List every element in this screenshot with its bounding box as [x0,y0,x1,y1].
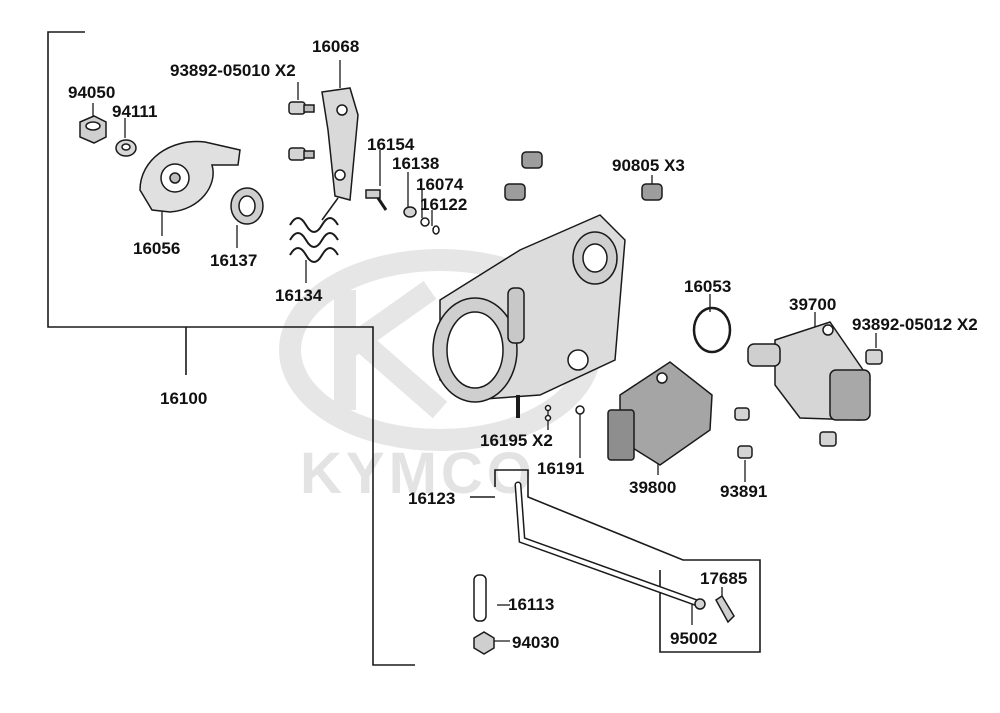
part-label-16191: 16191 [537,459,585,478]
rod-16113 [473,574,487,622]
washer-94111 [115,139,137,157]
part-label-16068: 16068 [312,37,360,56]
throttle-body-16100 [432,214,626,418]
plate-16068 [321,87,359,201]
part-label-16137: 16137 [210,251,258,270]
spring-16138 [403,206,417,218]
cam-16056 [139,140,241,213]
part-label-94050: 94050 [68,83,116,102]
bolt-93892-05012-b [819,431,837,447]
tube-16123 [514,481,704,608]
part-label-93892-05010: 93892-05010 X2 [170,61,296,80]
bracket-lines [47,31,761,666]
ball-16195-b [544,414,552,422]
part-label-16138: 16138 [392,154,440,173]
bolt-93892-05012-a [865,349,883,365]
caps-90805 [504,151,663,201]
part-label-39700: 39700 [789,295,837,314]
part-label-17685: 17685 [700,569,748,588]
screw-93891-a [734,407,750,421]
ball-16195 [544,404,552,412]
part-label-16195: 16195 X2 [480,431,553,450]
part-label-90805: 90805 X3 [612,156,685,175]
ball-16191 [575,405,585,415]
oring-16053 [692,306,732,354]
part-label-16053: 16053 [684,277,732,296]
part-label-94030: 94030 [512,633,560,652]
part-label-16056: 16056 [133,239,181,258]
part-label-16123: 16123 [408,489,456,508]
watermark-text: KYMCO [300,441,536,506]
sensor-39800 [607,361,713,466]
part-label-39800: 39800 [629,478,677,497]
spring-16134 [289,197,339,263]
bolt-93892-05010-b [288,147,315,161]
part-label-94111: 94111 [112,102,158,121]
part-label-16134: 16134 [275,286,323,305]
seal-16137 [230,187,264,225]
bolt-93892-05010-a [288,101,315,115]
part-label-16154: 16154 [367,135,415,154]
nut-94050 [79,115,107,144]
part-label-16122: 16122 [420,195,468,214]
screw-16154 [365,189,388,211]
screw-93891-b [737,445,753,459]
part-label-16074: 16074 [416,175,464,194]
part-label-93892-05012: 93892-05012 X2 [852,315,978,334]
part-label-95002: 95002 [670,629,718,648]
valve-39700 [747,321,871,421]
oring-16122 [432,225,440,235]
fitting-17685 [715,594,735,624]
washer-16074 [420,217,430,227]
part-label-16113: 16113 [508,595,555,614]
part-label-16100: 16100 [160,389,208,408]
part-label-93891: 93891 [720,482,768,501]
nut-94030 [473,631,495,655]
clip-95002 [694,598,706,610]
parts [79,87,883,655]
